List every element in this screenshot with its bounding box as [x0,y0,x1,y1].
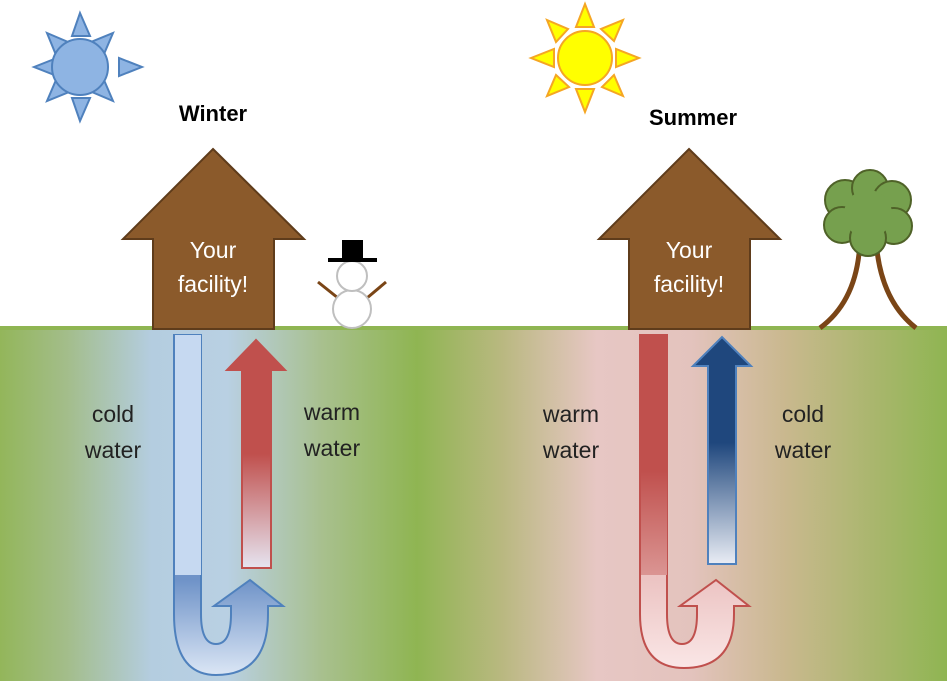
tree-icon [818,169,918,331]
winter-sun-icon [31,10,145,124]
winter-house [120,147,307,330]
ground-surface-line [0,326,947,330]
winter-facility-line2: facility! [178,271,248,297]
winter-left-label-line2: water [84,437,142,463]
summer-left-label-line2: water [542,437,600,463]
summer-sun-icon [528,1,642,115]
winter-left-label-line1: cold [92,401,134,427]
summer-facility-line1: Your [666,237,713,263]
winter-right-label-line2: water [303,435,361,461]
summer-up-arrow [690,335,754,565]
ground [0,328,947,681]
winter-loop-down-arrow [173,334,286,677]
winter-up-arrow [224,338,288,569]
summer-house [596,147,783,330]
snowman-icon [317,240,387,329]
winter-facility-line1: Your [190,237,237,263]
winter-right-label-line1: warm [303,399,360,425]
winter-title: Winter [179,101,248,126]
summer-loop-down-arrow [639,334,752,670]
summer-right-label-line2: water [774,437,832,463]
summer-facility-line2: facility! [654,271,724,297]
summer-title: Summer [649,105,737,130]
summer-right-label-line1: cold [782,401,824,427]
summer-left-label-line1: warm [542,401,599,427]
